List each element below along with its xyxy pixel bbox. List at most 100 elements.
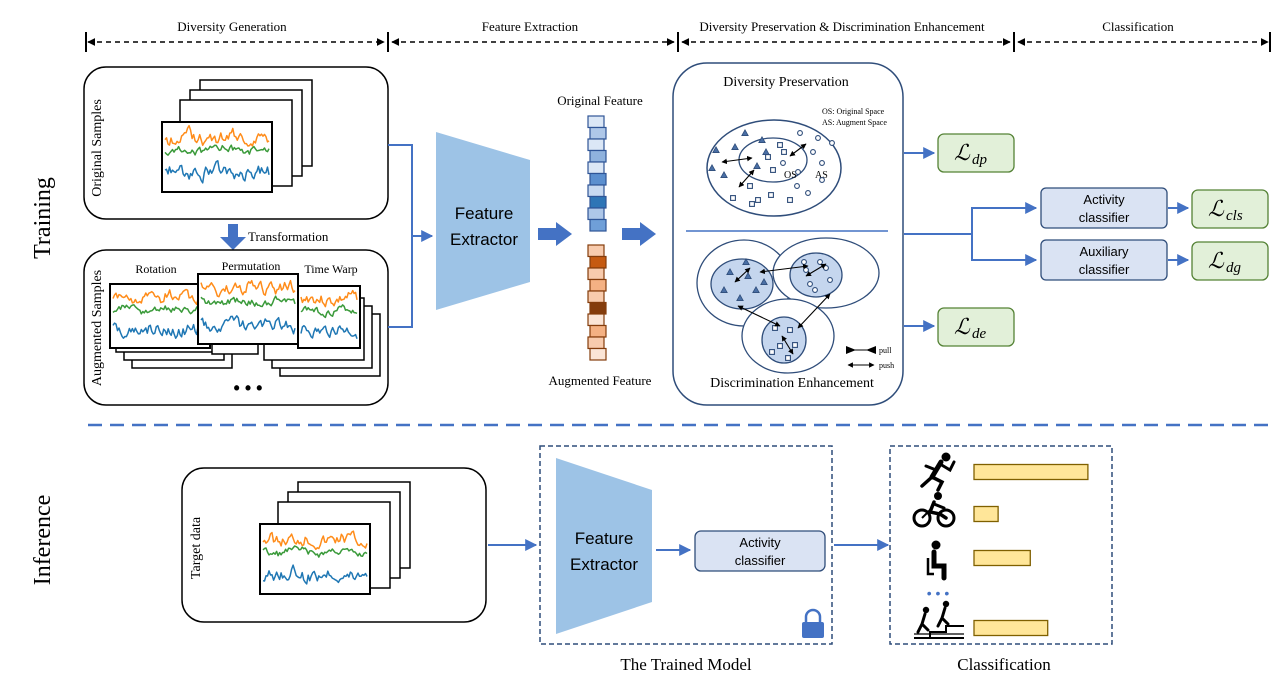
- inference-extractor-label-2: Extractor: [570, 555, 638, 574]
- point-triangle: [753, 161, 761, 169]
- inference-classifier-label-1: Activity: [739, 535, 781, 550]
- point-circle: [803, 267, 809, 273]
- feature-cell: [589, 218, 607, 232]
- loss-cls-subscript: cls: [1226, 208, 1243, 224]
- feature-cell: [589, 301, 607, 315]
- score-bar-sitting: [973, 549, 1031, 567]
- classification-result-box: • • •: [889, 445, 1113, 645]
- feature-cell: [589, 324, 607, 338]
- features-to-preservation-arrow: [622, 222, 656, 246]
- point-square: [730, 195, 736, 201]
- point-square: [787, 197, 793, 203]
- activity-classifier-training: Activity classifier: [1040, 187, 1168, 229]
- trained-model-box: Feature Extractor Activity classifier: [539, 445, 833, 645]
- score-bar-stairs: [973, 619, 1049, 637]
- auxiliary-classifier-label-1: Auxiliary: [1079, 244, 1129, 259]
- feature-cell: [587, 290, 605, 304]
- point-square: [765, 154, 771, 160]
- feature-extractor-training: Feature Extractor: [436, 132, 530, 310]
- point-circle: [810, 149, 816, 155]
- permutation-signal-plot: [197, 273, 299, 345]
- original-samples-panel: Original Samples: [83, 66, 389, 220]
- point-circle: [815, 135, 821, 141]
- row-label-training: Training: [30, 177, 56, 259]
- feature-cell: [587, 267, 605, 281]
- augmented-feature-vector: [587, 244, 607, 361]
- classification-caption: Classification: [957, 655, 1051, 674]
- row-label-inference: Inference: [30, 495, 56, 586]
- stage-feature-extraction: Feature Extraction: [482, 19, 579, 34]
- activity-score-bars: [973, 463, 1089, 637]
- loss-de-box: ℒ de: [937, 307, 1015, 347]
- point-circle: [812, 287, 818, 293]
- augmented-samples-label: Augmented Samples: [90, 270, 105, 386]
- feature-cell: [587, 184, 605, 198]
- as-label: AS: [815, 170, 828, 181]
- point-triangle: [752, 285, 760, 293]
- loss-de-subscript: de: [972, 326, 987, 342]
- stage-ticks: [85, 32, 1271, 52]
- diversity-preservation-title: Diversity Preservation: [723, 75, 849, 90]
- feature-cell: [589, 149, 607, 163]
- permutation-label: Permutation: [222, 259, 281, 273]
- pull-push-legend: pull push: [846, 346, 894, 370]
- activity-classifier-label-2: classifier: [1079, 210, 1130, 225]
- point-square: [781, 149, 787, 155]
- point-circle: [819, 160, 825, 166]
- point-circle: [817, 259, 823, 265]
- activity-classifier-label-1: Activity: [1083, 192, 1125, 207]
- point-square: [772, 325, 778, 331]
- feature-extractor-label-1: Feature: [455, 204, 514, 223]
- activity-classifier-inference: [694, 530, 826, 572]
- feature-cell: [589, 126, 607, 140]
- point-triangle: [720, 285, 728, 293]
- point-square: [768, 192, 774, 198]
- feature-cell: [587, 161, 605, 175]
- feature-cell: [589, 255, 607, 269]
- inference-classifier-label-2: classifier: [735, 553, 786, 568]
- point-circle: [807, 281, 813, 287]
- feature-cell: [589, 172, 607, 186]
- point-circle: [829, 140, 835, 146]
- preservation-scatter: [708, 128, 835, 207]
- discrimination-clusters: [696, 237, 880, 374]
- point-circle: [805, 190, 811, 196]
- point-triangle: [758, 135, 766, 143]
- feature-cell: [587, 244, 605, 258]
- target-data-panel: Target data: [181, 467, 487, 623]
- loss-dp-box: ℒ dp: [937, 133, 1015, 173]
- point-triangle: [742, 257, 750, 265]
- stage-preservation-enhancement: Diversity Preservation & Discrimination …: [699, 19, 985, 34]
- augmented-feature-label: Augmented Feature: [549, 373, 652, 388]
- point-triangle: [731, 142, 739, 150]
- feature-cell: [587, 313, 605, 327]
- feature-extractor-label-2: Extractor: [450, 230, 518, 249]
- score-bar-running: [973, 463, 1089, 481]
- point-circle: [795, 169, 801, 175]
- inference-extractor-label-1: Feature: [575, 529, 634, 548]
- sitting-icon: [926, 540, 947, 581]
- push-label: push: [879, 361, 894, 370]
- loss-cls-box: ℒ cls: [1191, 189, 1269, 229]
- feature-cell: [587, 207, 605, 221]
- original-samples-label: Original Samples: [90, 99, 105, 197]
- score-bar-cycling: [973, 505, 999, 523]
- point-circle: [797, 130, 803, 136]
- feature-cell: [587, 138, 605, 152]
- os-legend: OS: Original Space: [822, 107, 885, 116]
- feature-cell: [589, 195, 607, 209]
- feature-cell: [587, 336, 605, 350]
- point-circle: [827, 277, 833, 283]
- target-data-label: Target data: [189, 516, 204, 579]
- point-circle: [823, 265, 829, 271]
- loss-de-symbol: ℒ: [954, 314, 971, 339]
- feature-cell: [587, 115, 605, 129]
- point-triangle: [708, 163, 716, 171]
- transformation-arrow: Transformation: [220, 224, 329, 250]
- training-connectors: [904, 147, 1190, 332]
- preservation-push-arrows: [721, 143, 807, 188]
- samples-to-extractor-connector: [388, 144, 434, 328]
- point-circle: [801, 259, 807, 265]
- running-icon: [920, 452, 956, 492]
